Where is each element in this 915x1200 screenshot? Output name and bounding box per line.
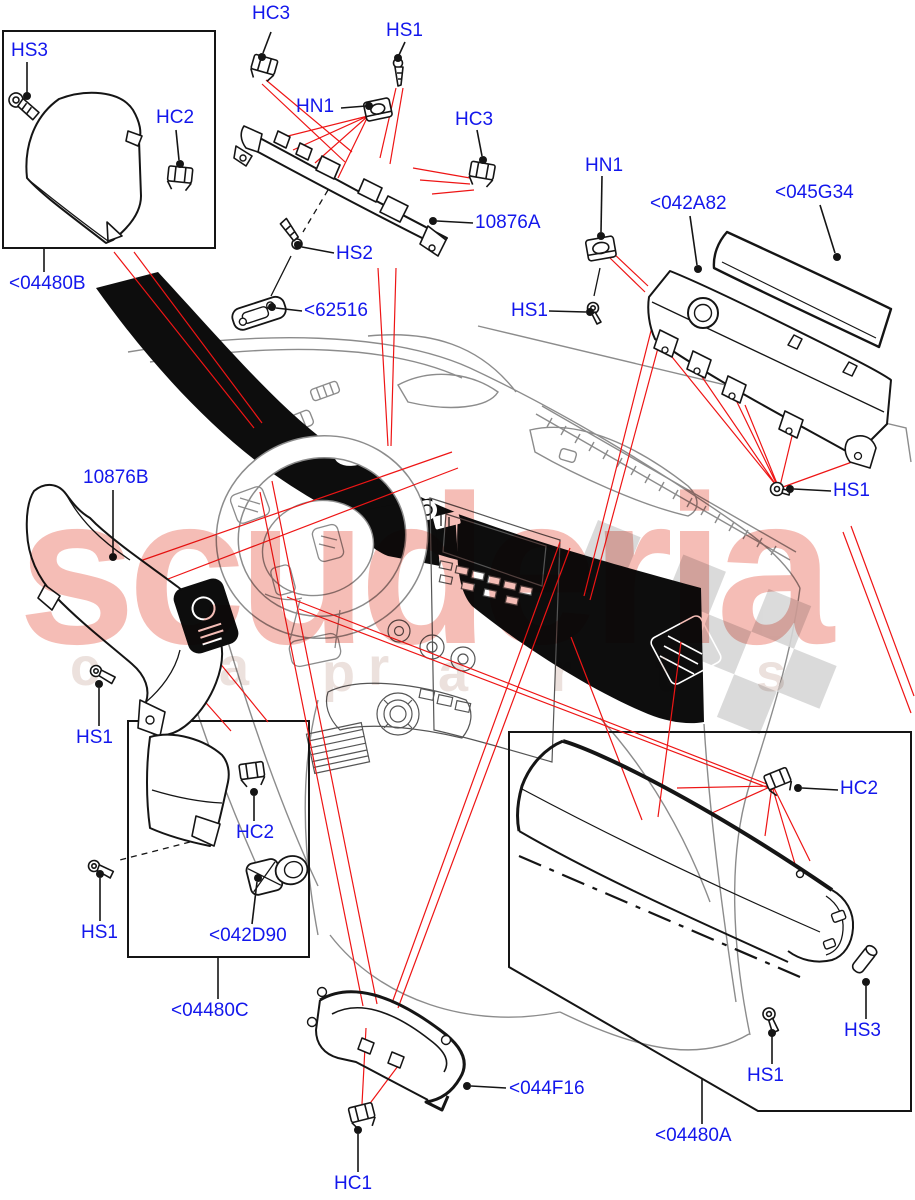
part-label-04480B[interactable]: <04480B — [9, 273, 86, 294]
part-label-hs3-topleft[interactable]: HS3 — [11, 40, 48, 61]
part-044F16-surround — [306, 986, 466, 1112]
part-label-042A82[interactable]: <042A82 — [650, 193, 727, 214]
part-label-hc2-box[interactable]: HC2 — [236, 822, 275, 843]
leader-lines — [26, 31, 867, 1172]
part-label-hc3-top[interactable]: HC3 — [252, 3, 291, 24]
part-label-hs1-mid[interactable]: HS1 — [511, 300, 548, 321]
part-label-044F16[interactable]: <044F16 — [509, 1078, 585, 1099]
part-label-hs2[interactable]: HS2 — [336, 243, 373, 264]
hc3-clip-top — [250, 53, 279, 82]
hc2-clip-box — [238, 760, 266, 788]
part-label-hc2-right[interactable]: HC2 — [840, 778, 879, 799]
part-box-04480B — [2, 30, 216, 249]
hc1-clip — [347, 1101, 376, 1130]
part-04480C-trim — [146, 733, 230, 847]
part-label-hs3-right[interactable]: HS3 — [844, 1020, 881, 1041]
part-label-hc1[interactable]: HC1 — [334, 1173, 373, 1194]
red-callout-lines — [113, 79, 915, 1107]
part-label-10876A[interactable]: 10876A — [475, 212, 541, 233]
part-label-hc3-right[interactable]: HC3 — [455, 109, 494, 130]
hs3-screw-topleft — [8, 92, 40, 121]
part-045G34-door — [712, 230, 893, 349]
part-label-hs1-top[interactable]: HS1 — [386, 20, 423, 41]
part-042D90-button — [245, 855, 309, 896]
part-label-hs1-left-lower[interactable]: HS1 — [81, 922, 118, 943]
hs1-screw-top — [392, 57, 404, 87]
part-label-hs1-right[interactable]: HS1 — [833, 480, 870, 501]
hc3-clip-right — [468, 160, 496, 188]
part-10876B-trim — [25, 484, 223, 737]
part-label-04480A[interactable]: <04480A — [655, 1125, 732, 1146]
hs1-screw-mid — [586, 301, 602, 325]
part-label-hs1-bottom[interactable]: HS1 — [747, 1065, 784, 1086]
part-label-04480C[interactable]: <04480C — [171, 1000, 249, 1021]
part-label-hn1-top[interactable]: HN1 — [296, 96, 335, 117]
part-label-045G34[interactable]: <045G34 — [775, 182, 854, 203]
part-label-042D90[interactable]: <042D90 — [209, 925, 287, 946]
hs1-screw-left-lower — [87, 859, 115, 879]
hc2-clip-topleft — [166, 165, 194, 192]
hs3-screw-right — [851, 944, 878, 974]
part-drawings — [8, 53, 893, 1130]
hn1-nut-right — [584, 235, 617, 262]
part-62516-latch — [231, 295, 287, 331]
part-label-10876B[interactable]: 10876B — [83, 467, 149, 488]
hs1-screw-bottom — [762, 1007, 780, 1034]
part-04480A-door — [516, 739, 855, 963]
part-04480B-panel — [25, 91, 143, 244]
part-label-hs1-left-upper[interactable]: HS1 — [76, 727, 113, 748]
hs2-screw — [279, 217, 303, 250]
part-042A82-module — [647, 270, 892, 469]
vent-bracket-10876B — [173, 578, 239, 654]
part-label-hc2-topleft[interactable]: HC2 — [156, 107, 195, 128]
part-10876A-strip — [233, 125, 448, 257]
center-console-illustration — [305, 497, 561, 775]
construction-lines — [115, 189, 801, 979]
part-box-04480A — [508, 731, 912, 1112]
part-label-hn1-right[interactable]: HN1 — [585, 155, 624, 176]
hn1-nut-top — [362, 97, 393, 122]
part-label-62516[interactable]: <62516 — [304, 300, 368, 321]
hc2-clip-right — [763, 766, 793, 797]
leader-dots — [23, 53, 870, 1134]
hs1-screw-left-upper — [89, 664, 116, 685]
